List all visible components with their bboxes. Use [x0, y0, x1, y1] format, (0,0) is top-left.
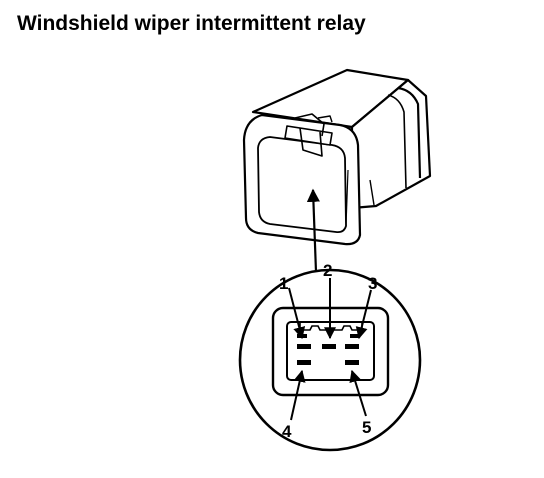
relay-body — [242, 68, 432, 246]
leader-4 — [290, 369, 306, 421]
terminal-2 — [322, 344, 336, 349]
pin-label-3: 3 — [368, 274, 377, 293]
page-title: Windshield wiper intermittent relay — [17, 12, 366, 35]
pin-label-4: 4 — [282, 422, 292, 441]
pin-label-2: 2 — [323, 261, 332, 280]
pin-label-1: 1 — [279, 274, 288, 293]
leader-3 — [355, 289, 372, 340]
terminal-3 — [345, 344, 359, 349]
connector-detail-circle — [238, 268, 422, 452]
leader-5 — [349, 369, 367, 417]
pin-leaders — [288, 278, 372, 421]
terminal-5 — [345, 360, 359, 365]
leader-1 — [288, 287, 306, 340]
pointer-arrow — [306, 188, 321, 273]
terminal-4 — [297, 360, 311, 365]
pin-label-5: 5 — [362, 418, 371, 437]
terminal-3b — [350, 334, 360, 338]
terminal-1 — [297, 344, 311, 349]
